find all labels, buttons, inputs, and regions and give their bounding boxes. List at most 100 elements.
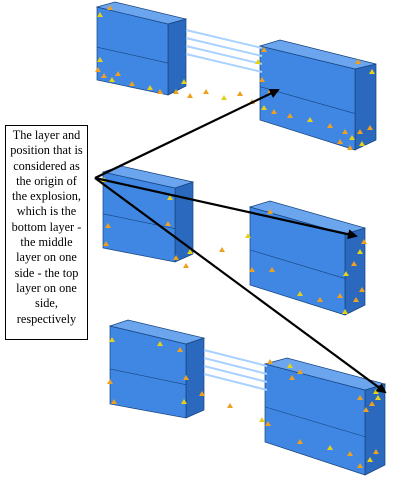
boundary-condition-marker [369, 69, 375, 74]
boundary-condition-marker [357, 129, 363, 134]
boundary-condition-marker [259, 417, 265, 422]
boundary-condition-marker [327, 445, 333, 450]
boundary-condition-marker [259, 77, 265, 82]
boundary-condition-marker [373, 449, 379, 454]
boundary-condition-marker [219, 247, 225, 252]
boundary-condition-marker [357, 463, 363, 468]
boundary-condition-marker [173, 89, 179, 94]
explosion-origin-arrow [94, 177, 387, 394]
boundary-condition-marker [347, 451, 353, 456]
boundary-condition-marker [97, 12, 103, 17]
boundary-condition-marker [367, 125, 373, 130]
right-wall-side-face [354, 63, 377, 151]
boundary-condition-marker [289, 375, 295, 380]
boundary-condition-marker [357, 249, 363, 254]
tie-beam [185, 37, 263, 57]
boundary-condition-marker [361, 239, 367, 244]
boundary-condition-marker [369, 401, 375, 406]
tie-beam [203, 349, 268, 367]
tie-beam [185, 45, 263, 65]
boundary-condition-marker [343, 271, 349, 276]
left-wall-layer-line [109, 368, 187, 385]
boundary-condition-marker [183, 263, 189, 268]
tie-beam [203, 357, 268, 375]
boundary-condition-marker [269, 267, 275, 272]
right-wall-layer-line [249, 249, 346, 279]
boundary-condition-marker [181, 79, 187, 84]
boundary-condition-marker [342, 309, 348, 314]
boundary-condition-marker [97, 57, 103, 62]
boundary-condition-marker [157, 89, 163, 94]
boundary-condition-marker [355, 59, 361, 64]
boundary-condition-marker [297, 291, 303, 296]
boundary-condition-marker [297, 369, 303, 374]
boundary-condition-marker [249, 267, 255, 272]
left-wall-layer-line [102, 213, 176, 229]
left-wall-side-face [185, 337, 205, 419]
boundary-condition-marker [187, 93, 193, 98]
right-wall-layer-line [264, 406, 366, 438]
boundary-condition-marker [271, 109, 277, 114]
boundary-condition-marker [287, 113, 293, 118]
boundary-condition-marker [337, 293, 343, 298]
boundary-condition-marker [157, 341, 163, 346]
boundary-condition-marker [183, 375, 189, 380]
boundary-condition-marker [349, 135, 355, 140]
boundary-condition-marker [227, 403, 233, 408]
top-model [95, 1, 377, 151]
boundary-condition-marker [221, 95, 227, 100]
boundary-condition-marker [115, 71, 121, 76]
boundary-condition-marker [347, 145, 353, 150]
boundary-condition-marker [181, 399, 187, 404]
boundary-condition-marker [255, 59, 261, 64]
boundary-condition-marker [105, 223, 111, 228]
boundary-condition-marker [245, 233, 251, 238]
boundary-condition-marker [357, 395, 363, 400]
boundary-condition-marker [173, 255, 179, 260]
bottom-model [107, 319, 387, 476]
explosion-origin-arrow [94, 176, 358, 240]
boundary-condition-marker [363, 407, 369, 412]
tie-beam [203, 365, 268, 383]
explosion-origin-caption: The layer and position that is considere… [5, 125, 88, 340]
boundary-condition-marker [147, 85, 153, 90]
boundary-condition-marker [187, 249, 193, 254]
boundary-condition-marker [351, 261, 357, 266]
boundary-condition-marker [287, 363, 293, 368]
boundary-condition-marker [367, 457, 373, 462]
boundary-condition-marker [267, 209, 273, 214]
tie-beam [185, 53, 263, 73]
tie-beam [203, 373, 268, 391]
boundary-condition-marker [317, 297, 323, 302]
right-wall-top-face [258, 39, 377, 70]
boundary-condition-marker [167, 195, 173, 200]
left-wall-top-face [95, 1, 188, 25]
boundary-condition-marker [342, 129, 348, 134]
boundary-condition-marker [297, 439, 303, 444]
boundary-condition-marker [199, 391, 205, 396]
boundary-condition-marker [237, 91, 243, 96]
boundary-condition-marker [109, 337, 115, 342]
boundary-condition-marker [107, 5, 113, 10]
explosion-origin-arrow [94, 88, 280, 179]
boundary-condition-marker [107, 379, 113, 384]
boundary-condition-marker [101, 73, 107, 78]
boundary-condition-marker [103, 241, 109, 246]
boundary-condition-marker [261, 105, 267, 110]
tie-beam [185, 29, 263, 49]
boundary-condition-marker [165, 221, 171, 226]
left-wall-top-face [108, 319, 206, 345]
boundary-condition-marker [261, 47, 267, 52]
right-wall-top-face [248, 200, 367, 235]
boundary-condition-marker [111, 399, 117, 404]
boundary-condition-marker [375, 395, 381, 400]
boundary-condition-marker [129, 81, 135, 86]
boundary-condition-marker [359, 287, 365, 292]
boundary-condition-marker [359, 141, 365, 146]
boundary-condition-marker [203, 89, 209, 94]
boundary-condition-marker [337, 139, 343, 144]
boundary-condition-marker [95, 67, 101, 72]
boundary-condition-marker [327, 123, 333, 128]
